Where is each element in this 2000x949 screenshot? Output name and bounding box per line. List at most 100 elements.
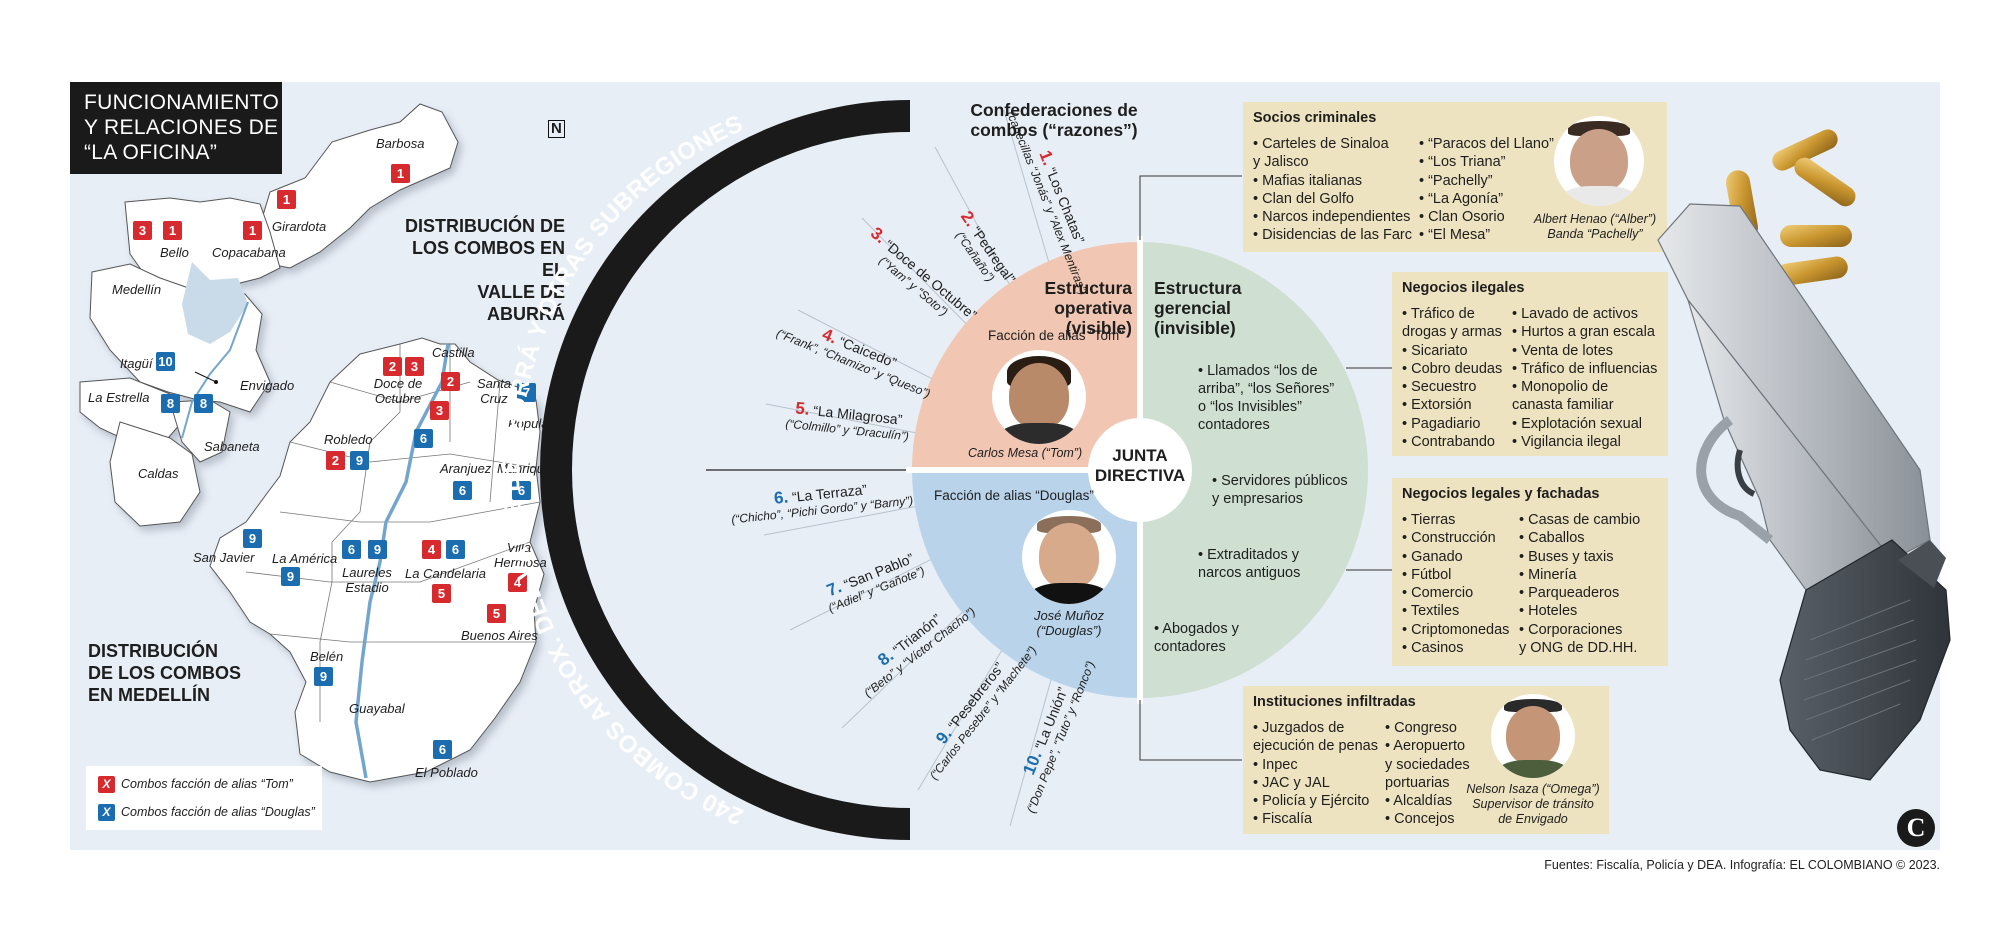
combo-marker-tom: 4 [422,540,441,559]
title-line: Estructura [1044,278,1132,298]
list-item: • Pagadiario [1402,415,1481,432]
item-line: arriba”, “los Señores” [1198,381,1335,397]
list-item: • Casinos [1402,640,1464,657]
list-item: • Construcción [1402,530,1496,547]
list-item: • Corporaciones [1519,621,1623,638]
item-line: • Extraditados y [1198,547,1299,563]
list-item: • Policía y Ejército [1253,793,1370,810]
list-item: • Juzgados de [1253,720,1345,736]
list-item: • Concejos [1385,811,1455,828]
list-item: • Mafias italianas [1253,172,1363,189]
list-item: • Narcos independientes [1253,209,1411,226]
item-line: • Llamados “los de [1198,363,1318,379]
list-item: • “Paracos del Llano” [1419,136,1554,152]
comuna-label: Villa Hermosa [494,540,547,570]
comuna-label: Belén [310,649,344,664]
el-colombiano-logo: C [1897,809,1935,847]
town-label: Barbosa [376,136,425,151]
list-item: • Vigilancia ilegal [1512,434,1621,451]
list-item: • Comercio [1402,585,1474,602]
list-item: • Venta de lotes [1512,342,1614,359]
caption-line: (“Douglas”) [1036,623,1102,638]
list-item: • Parqueaderos [1519,585,1620,602]
legend-blue-marker: X [98,804,115,821]
combo-marker-douglas: 8 [194,394,213,413]
instituciones-col-1: • Juzgados de ejecución de penas • Inpec… [1253,719,1378,829]
list-item: • Carteles de Sinaloa [1253,136,1389,152]
list-item: • Monopolio de [1512,379,1609,396]
list-item: • Casas de cambio [1519,512,1641,528]
comuna-label: Laureles Estadio [342,565,392,595]
legales-col-2: • Casas de cambio • Caballos • Buses y t… [1519,511,1640,657]
socios-col-1: • Carteles de Sinaloa y Jalisco • Mafias… [1253,135,1412,245]
tom-caption: Carlos Mesa (“Tom”) [968,446,1083,460]
comuna-label: La Candelaria [405,566,486,581]
list-item: • Hoteles [1519,603,1578,620]
combo-marker-douglas: 6 [453,481,472,500]
combo-marker-tom: 3 [405,357,424,376]
title-line: (invisible) [1154,318,1236,338]
combo-marker-tom: 2 [441,372,460,391]
legend-label: Combos facción de alias “Douglas” [121,804,315,819]
title-line: Y RELACIONES DE [84,116,279,139]
title-line: FUNCIONAMIENTO [84,91,280,114]
title-line: gerencial [1154,298,1231,318]
legales-col-1: • Tierras • Construcción • Ganado • Fútb… [1402,511,1509,657]
caption-line: de Envigado [1498,812,1568,826]
legend-label: Combos facción de alias “Tom” [121,776,293,791]
douglas-portrait [1022,510,1116,604]
comuna-label: La América [272,551,338,566]
combo-marker-douglas: 9 [368,540,387,559]
legend-red-marker: X [98,776,115,793]
combo-marker-tom: 4 [508,573,527,592]
list-item: canasta familiar [1512,397,1614,414]
list-item: • Fiscalía [1253,811,1313,828]
comuna-label: Aranjuez [440,461,492,476]
omega-portrait [1491,694,1575,778]
gerencial-item: • Servidores públicos y empresarios [1212,472,1348,508]
town-label: Itagüí [120,356,153,371]
medellin-comunas-outline [209,337,545,783]
list-item: • Cobro deudas [1402,360,1503,377]
caption-line: Supervisor de tránsito [1472,797,1594,811]
combo-marker-douglas: 6 [512,481,531,500]
box-heading: Socios criminales [1253,110,1377,126]
legend-tom: X Combos facción de alias “Tom” [98,776,293,793]
list-item: y ONG de DD.HH. [1519,640,1638,657]
combo-marker-tom: 3 [133,221,152,240]
comuna-label: San Javier [193,550,255,565]
list-item: • Tráfico de influencias [1512,360,1658,377]
operativa-title: Estructura operativa (visible) [986,278,1132,338]
list-item: • Sicariato [1402,342,1468,359]
list-item: • Lavado de activos [1512,306,1638,322]
box-heading: Negocios ilegales [1402,280,1525,296]
title-line: Estructura [1154,278,1242,298]
comuna-label: Doce de Octubre [373,376,423,406]
list-item: • Alcaldías [1385,793,1453,810]
heading-line: DISTRIBUCIÓN [88,641,218,661]
list-item: • Textiles [1402,603,1460,620]
list-item: • Disidencias de las Farc [1253,227,1412,244]
title-line: “LA OFICINA” [84,141,218,164]
list-item: • Contrabando [1402,434,1495,451]
town-label: Copacabana [212,245,286,260]
item-line: contadores [1198,417,1270,433]
gerencial-title: Estructura gerencial (invisible) [1154,278,1242,338]
title-line: operativa (visible) [1054,298,1132,338]
combo-marker-tom: 1 [243,221,262,240]
list-item: • Tierras [1402,512,1456,528]
gerencial-item: • Extraditados y narcos antiguos [1198,546,1300,582]
combo-marker-douglas: 9 [314,667,333,686]
combo-marker-douglas: 7 [517,383,536,402]
map-legend: X Combos facción de alias “Tom” X Combos f… [86,766,322,830]
gerencial-half [1140,242,1368,698]
ilegales-col-2: • Lavado de activos • Hurtos a gran esca… [1512,305,1657,451]
item-line: o “los Invisibles” [1198,399,1302,415]
comuna-label: Buenos Aires [461,628,538,643]
town-label: Medellín [112,282,162,297]
list-item: y sociedades [1385,756,1470,773]
medellin-distribution-heading: DISTRIBUCIÓN DE LOS COMBOS EN MEDELLÍN [88,640,241,706]
heading-line: EN MEDELLÍN [88,685,211,705]
list-item: • Inpec [1253,756,1298,773]
combo-marker-douglas: 6 [414,429,433,448]
